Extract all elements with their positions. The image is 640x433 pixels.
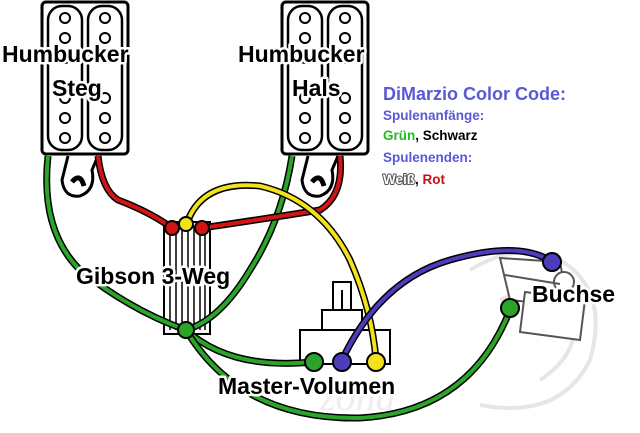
switch-label: Gibson 3-Weg — [76, 263, 230, 289]
legend-starts-label: Spulenanfänge: — [383, 108, 484, 123]
legend-starts-values: Grün, Schwarz — [383, 128, 478, 143]
legend-starts-green: Grün — [383, 128, 415, 143]
legend-title: DiMarzio Color Code: — [383, 84, 566, 104]
legend-starts-sep: , — [415, 128, 423, 143]
bridge-pickup-title: Humbucker — [2, 41, 129, 67]
neck-pickup-subtitle: Hals — [292, 75, 341, 101]
solder-point-icon — [164, 216, 562, 372]
legend-ends-white: Weiß — [383, 172, 415, 187]
legend-ends-sep: , — [415, 172, 423, 187]
jack-label: Buchse — [532, 281, 615, 307]
switch-icon — [163, 221, 211, 335]
legend-ends-red: Rot — [423, 172, 446, 187]
legend-ends-values: Weiß, Rot — [383, 172, 446, 187]
volume-label: Master-Volumen — [218, 373, 395, 399]
svg-text:zona: zona — [319, 374, 396, 419]
bridge-pickup-icon — [40, 0, 130, 198]
bridge-pickup-subtitle: Steg — [52, 75, 102, 101]
legend-starts-black: Schwarz — [423, 128, 478, 143]
neck-pickup-title: Humbucker — [238, 41, 365, 67]
legend-ends-label: Spulenenden: — [383, 150, 472, 165]
color-code-legend: DiMarzio Color Code: Spulenanfänge: Grün… — [382, 84, 566, 188]
neck-pickup-icon — [280, 0, 370, 198]
